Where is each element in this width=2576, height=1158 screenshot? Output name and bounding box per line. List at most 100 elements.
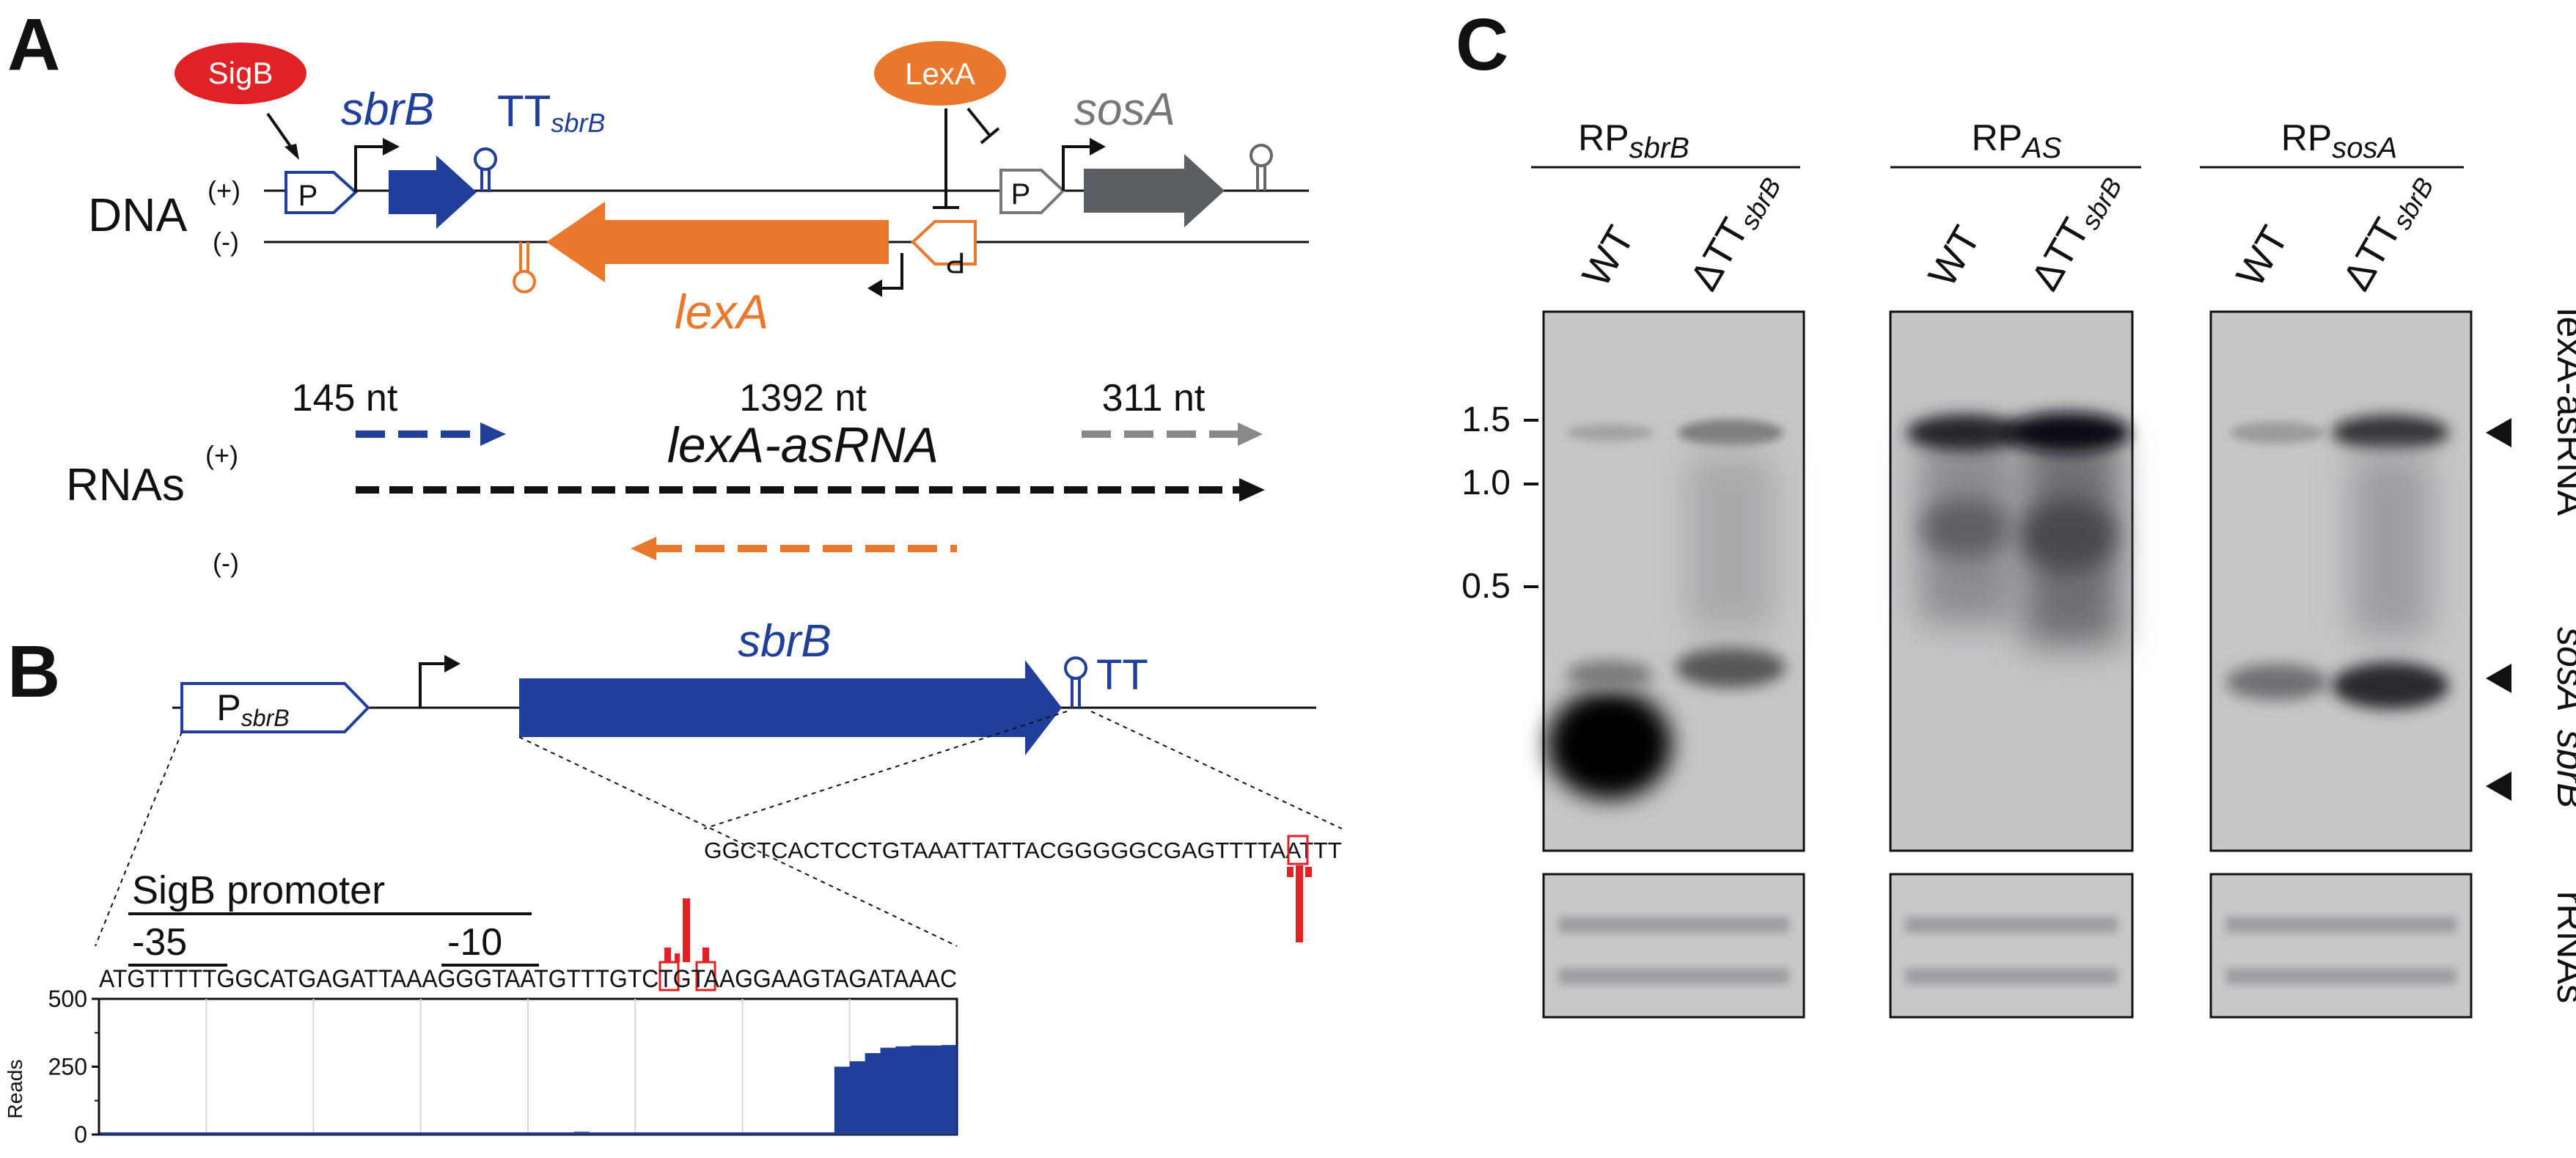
tt-main: TT (497, 87, 551, 136)
probe-rp-as: RPAS (1972, 117, 2062, 164)
rrna-1-band-bottom (1558, 968, 1789, 984)
sosa-promoter-box (999, 169, 1065, 214)
dna-minus-label: (-) (213, 227, 239, 257)
lexa-repression-bar-2 (980, 127, 1000, 144)
size-marker-1-0: 1.0 (1461, 463, 1511, 502)
b-box35-label: -35 (132, 921, 187, 964)
lexa-promoter-glyph: P (946, 246, 966, 279)
b-tss-arrow (419, 662, 447, 708)
lexa-terminator-loop (513, 270, 536, 293)
lane-mut-3: ΔTTsbrB (2334, 164, 2439, 299)
blot-rp-sosa (2209, 310, 2473, 852)
blot-1-mut-sosa-band (1676, 647, 1786, 688)
rrna-panels (1542, 873, 2473, 1019)
sigb-arrowhead (285, 144, 299, 160)
size-marker-1-5: 1.5 (1461, 400, 1511, 439)
b-promoter-box (180, 682, 370, 733)
rnas-plus-label: (+) (205, 440, 238, 470)
blot-3-wt-sosa-band (2225, 664, 2328, 700)
rrna-1 (1542, 873, 1805, 1019)
dna-label: DNA (88, 188, 187, 241)
sbrb-tss-arrow (354, 145, 385, 192)
sosa-tss-arrowhead (1090, 138, 1106, 155)
sbrb-promoter-glyph: P (298, 180, 318, 212)
rrna-3-band-bottom (2225, 968, 2456, 984)
b-sigb-promoter-title: SigB promoter (132, 868, 385, 912)
reads-area (99, 1044, 957, 1135)
lexa-tss-arrowhead (867, 279, 882, 297)
blot-2-wt-lower-band (1921, 499, 2009, 557)
probe-rp-sosa-main: RP (2281, 117, 2332, 158)
b-box10-label: -10 (447, 921, 502, 964)
b-tss-arrowhead (444, 655, 460, 673)
band-label-sosa: sosA (2549, 627, 2576, 712)
blot-3-wt-asrna-band (2229, 422, 2324, 444)
sosa-gene-arrow (1084, 154, 1225, 227)
panel-c: C RPsbrB RPAS RPsosA WT ΔTTsbrB WT ΔTTsb… (1456, 4, 2576, 1019)
size-marker-0-5: 0.5 (1461, 567, 1511, 606)
b-zoom-line-tt-right (1090, 711, 1343, 829)
b-promoter-main: P (216, 687, 241, 728)
b-tt-loop (1064, 656, 1087, 680)
rrna-3-band-top (2225, 917, 2456, 933)
reads-y-tick-label: 500 (48, 986, 87, 1012)
lane-wt-2: WT (1920, 219, 1989, 294)
b-promoter-sequence: ATGTTTTTGGCATGAGATTAAAGGGTAATGTTTGTCTGTA… (99, 965, 957, 993)
blot-2-wt-asrna-band (1907, 414, 2024, 451)
probe-rp-sbrb-sub: sbrB (1629, 132, 1689, 164)
b-sbrb-gene-label: sbrB (738, 616, 831, 667)
lexa-rna-arrowhead (631, 537, 656, 560)
rrna-3 (2209, 873, 2473, 1019)
blot-rp-as (1889, 310, 2134, 852)
b-zoom-line-tt-left (703, 711, 1068, 829)
sbrb-rna-arrowhead (480, 422, 506, 446)
tt-sub: sbrB (551, 108, 605, 138)
dna-plus-label: (+) (208, 175, 241, 205)
rrna-1-band-top (1558, 917, 1789, 933)
marker-sbrb (2486, 772, 2511, 801)
size-sbrb: 145 nt (292, 377, 398, 419)
panel-b-letter: B (7, 631, 60, 713)
lane-wt-1: WT (1574, 219, 1643, 294)
blot-1-mut-asrna-band (1678, 419, 1783, 446)
rrna-2-band-bottom (1905, 968, 2118, 984)
lexa-regulator (874, 41, 1006, 106)
sosa-terminator-loop (1250, 144, 1273, 167)
lane-wt-3: WT (2228, 219, 2297, 294)
lexa-gene-arrow (546, 202, 889, 282)
blot-3-mut-asrna-band (2332, 415, 2449, 450)
band-label-sbrb: sbrB (2549, 730, 2576, 808)
asrna-arrowhead (1239, 478, 1265, 502)
b-tss-side-bar-3 (675, 953, 680, 962)
blot-rp-sbrb (1542, 310, 1805, 852)
blot-2-mut-lower-band (2020, 499, 2116, 572)
panel-b: B PsbrB sbrB TT GGCTCACTCCTGTAAATTATTACG… (4, 616, 1343, 1148)
panel-c-letter: C (1456, 4, 1508, 86)
lexa-tss-arrow (880, 253, 903, 290)
b-sbrb-gene-arrow (519, 660, 1062, 755)
panel-a: A SigB DNA (+) (-) P sbrB TTsbrB LexA (7, 4, 1309, 578)
b-zoom-line-promoter-left (95, 731, 183, 947)
probe-rp-as-main: RP (1972, 117, 2022, 158)
blot-3-mut-sosa-band (2332, 662, 2449, 709)
marker-asrna (2486, 418, 2511, 447)
b-tss-side-bar-2 (702, 948, 709, 962)
tt-sbrb-label: TTsbrB (497, 87, 605, 138)
b-terminator-tss-dot-right (1305, 867, 1312, 877)
sosa-rna-arrowhead (1238, 422, 1263, 446)
rrna-label: rRNAs (2549, 891, 2576, 1003)
b-terminator-tss-dot-left (1287, 867, 1293, 877)
lexa-gene-label: lexA (675, 285, 768, 339)
tt-sbrb-loop (474, 147, 497, 171)
probe-rp-sosa: RPsosA (2281, 117, 2397, 164)
rnas-label: RNAs (66, 460, 185, 510)
band-label-asrna: lexA-asRNA (2549, 308, 2576, 516)
rrna-2 (1889, 873, 2134, 1019)
sbrb-tss-arrowhead (383, 138, 400, 155)
blot-2-mut-asrna-band (2006, 412, 2130, 453)
sosa-promoter-glyph: P (1011, 178, 1031, 210)
sosa-gene-label: sosA (1074, 84, 1175, 135)
rrna-2-band-top (1905, 917, 2118, 933)
